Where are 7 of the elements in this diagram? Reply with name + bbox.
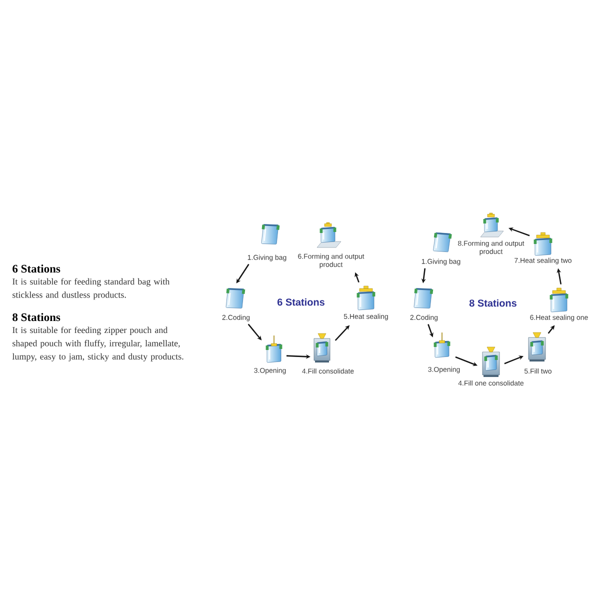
paragraph: It is suitable for feeding zipper pouch and shaped pouch with fluffy, irregular, lamellate, lumpy, easy to jam, sticky and dusty products. [12,326,184,362]
heading: 8 Stations [12,313,60,322]
ring-title: 6 Stations [277,298,324,306]
ring-title: 8 Stations [469,299,516,307]
paragraph: It is suitable for feeding standard bag with stickless and dustless products. [12,278,170,300]
arrow [236,264,250,284]
heading: 6 Stations [12,264,60,273]
